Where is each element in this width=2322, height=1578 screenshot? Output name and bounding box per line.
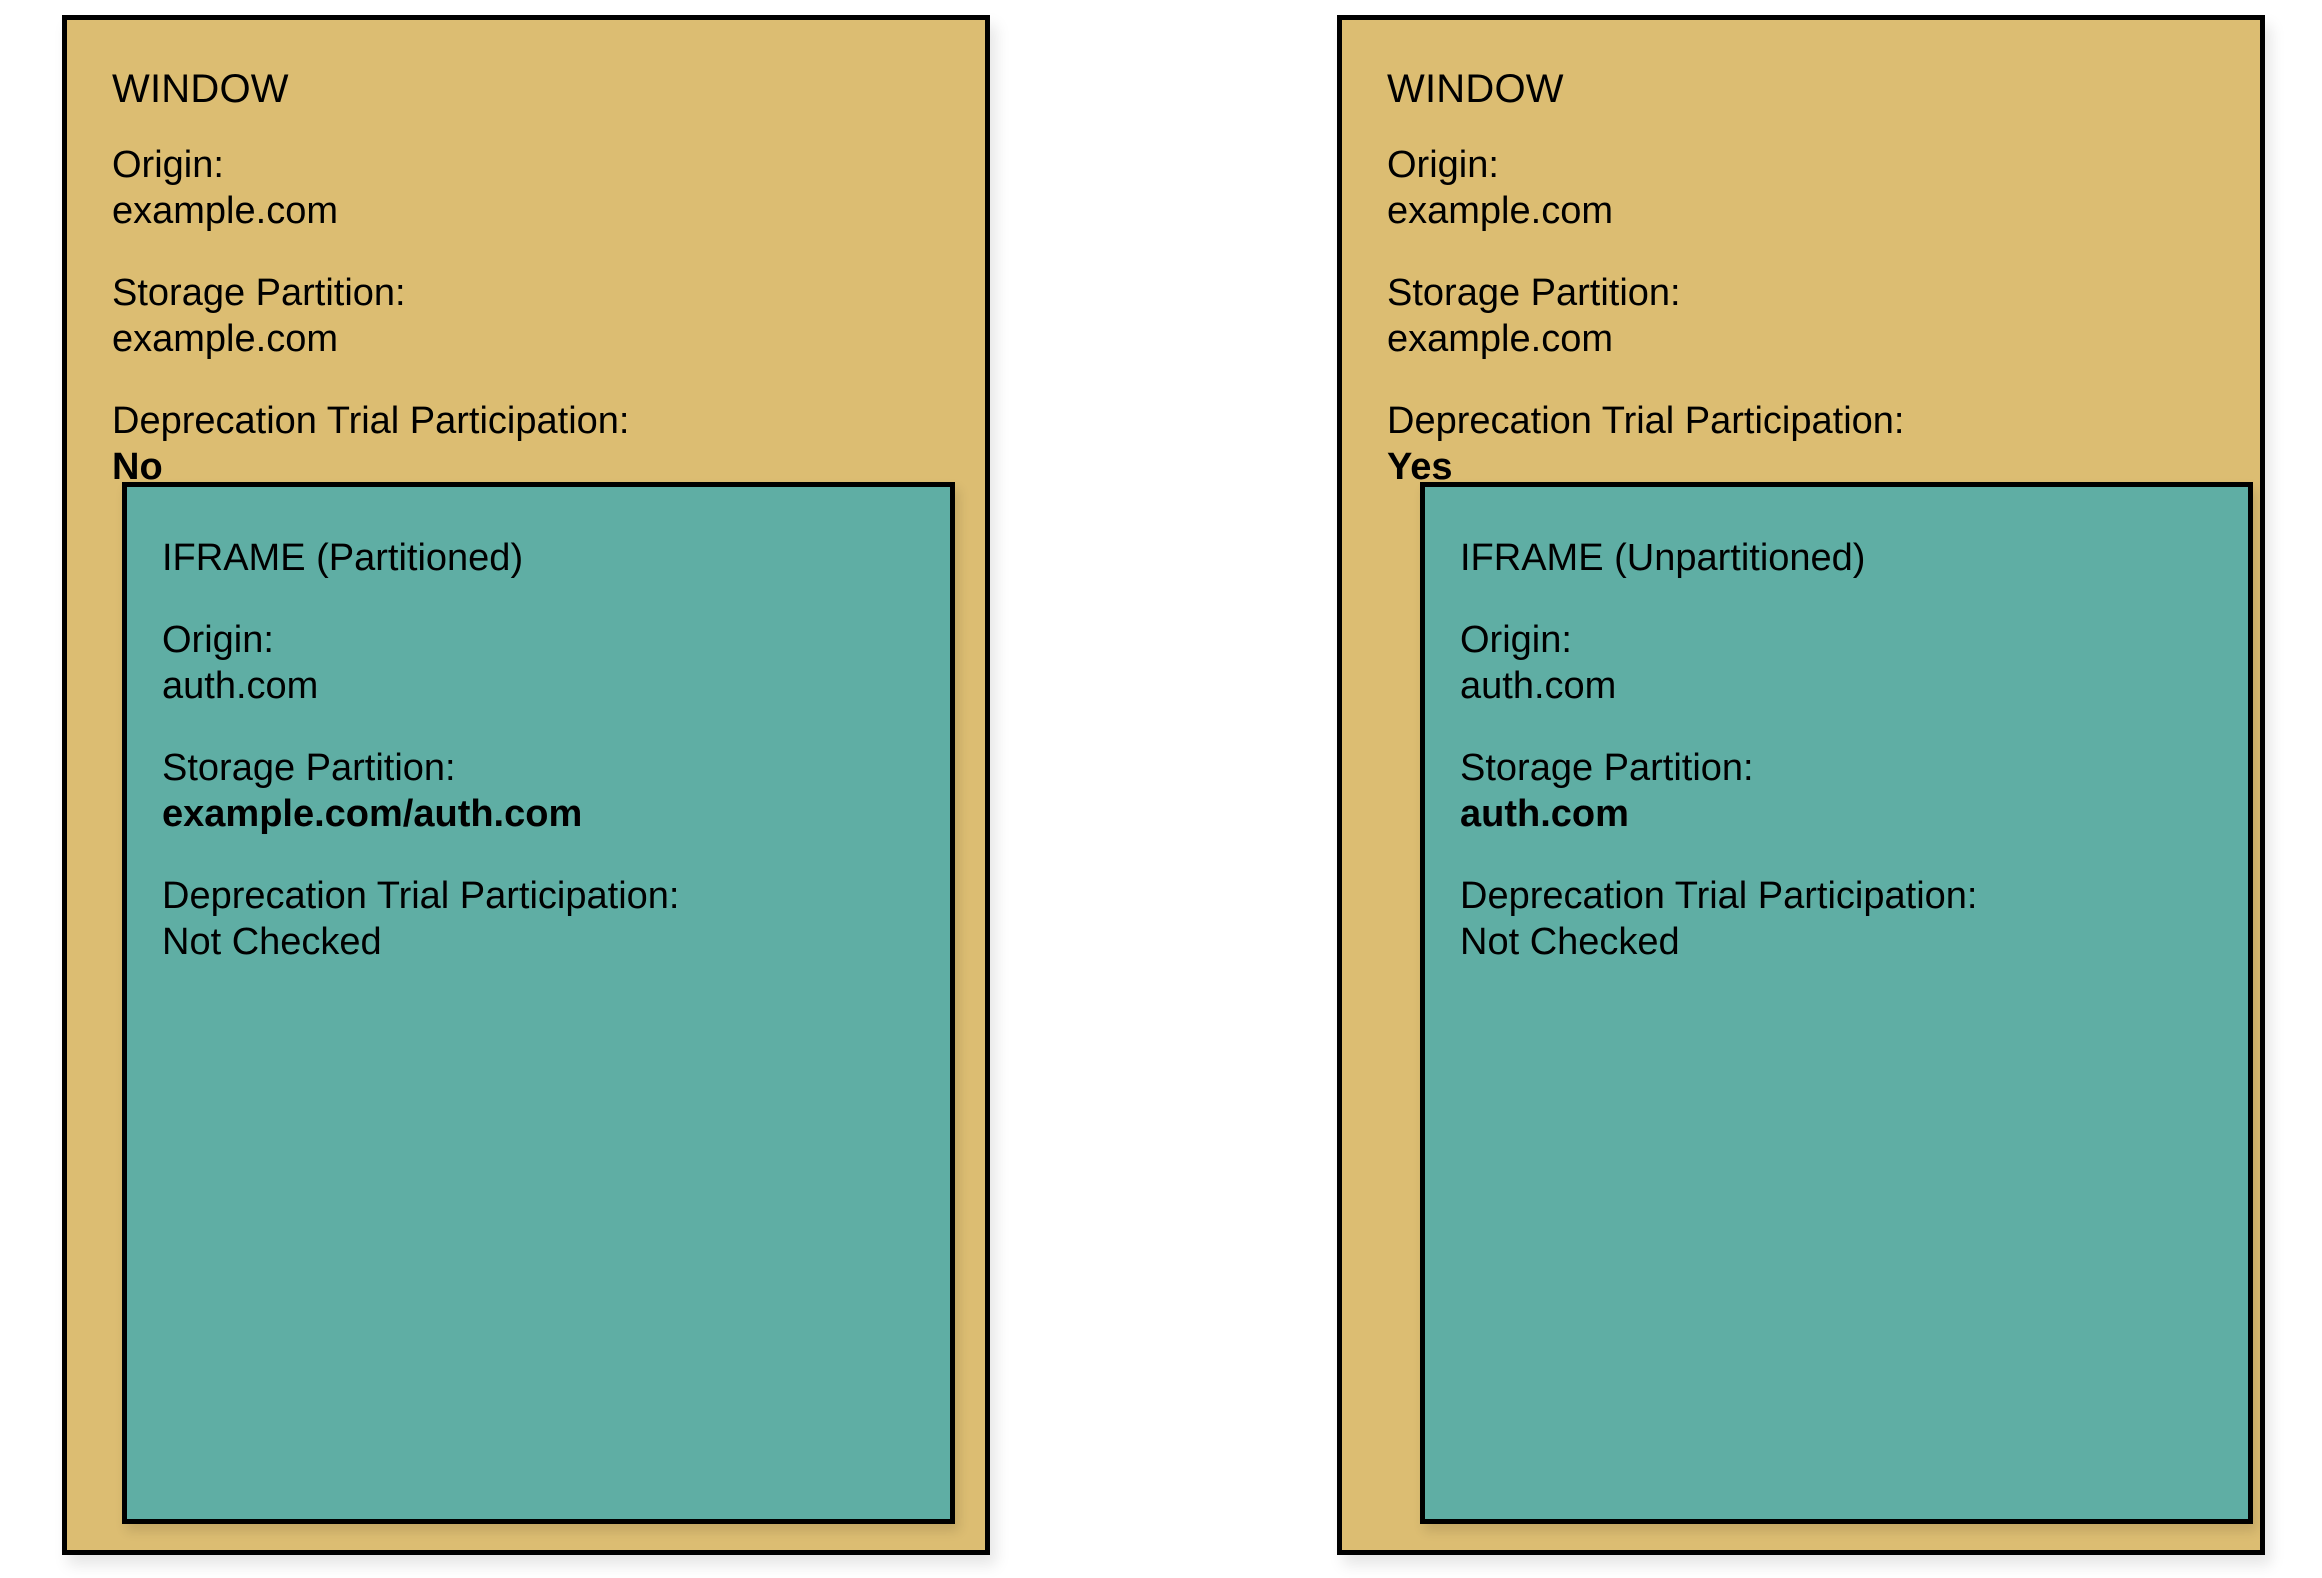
iframe-storage-partition-field: Storage Partition: example.com/auth.com <box>162 745 582 838</box>
iframe-origin-value: auth.com <box>1460 665 1617 708</box>
iframe-storage-partition-label: Storage Partition: <box>1460 747 1754 789</box>
iframe-storage-partition-label: Storage Partition: <box>162 747 456 789</box>
iframe-origin-field: Origin: auth.com <box>162 617 318 710</box>
window-origin-label: Origin: <box>1387 144 1499 186</box>
window-storage-partition-value: example.com <box>1387 318 1613 361</box>
window-storage-partition-label: Storage Partition: <box>112 272 406 314</box>
iframe-storage-partition-value: auth.com <box>1460 793 1629 836</box>
window-deprecation-trial-label: Deprecation Trial Participation: <box>112 400 630 442</box>
window-deprecation-trial-field: Deprecation Trial Participation: Yes <box>1387 398 1904 491</box>
window-box-partitioned: WINDOW Origin: example.com Storage Parti… <box>62 15 990 1555</box>
window-origin-label: Origin: <box>112 144 224 186</box>
iframe-deprecation-trial-label: Deprecation Trial Participation: <box>162 875 680 917</box>
window-title: WINDOW <box>1387 67 1564 111</box>
iframe-origin-label: Origin: <box>1460 619 1572 661</box>
iframe-deprecation-trial-label: Deprecation Trial Participation: <box>1460 875 1978 917</box>
window-origin-value: example.com <box>1387 190 1613 233</box>
window-storage-partition-field: Storage Partition: example.com <box>1387 270 1681 363</box>
window-deprecation-trial-value: Yes <box>1387 446 1453 489</box>
window-deprecation-trial-field: Deprecation Trial Participation: No <box>112 398 629 491</box>
iframe-origin-value: auth.com <box>162 665 319 708</box>
iframe-storage-partition-value: example.com/auth.com <box>162 793 583 836</box>
iframe-box-unpartitioned: IFRAME (Unpartitioned) Origin: auth.com … <box>1420 482 2253 1524</box>
window-storage-partition-value: example.com <box>112 318 338 361</box>
window-deprecation-trial-value: No <box>112 446 163 489</box>
iframe-box-partitioned: IFRAME (Partitioned) Origin: auth.com St… <box>122 482 955 1524</box>
window-storage-partition-label: Storage Partition: <box>1387 272 1681 314</box>
window-origin-field: Origin: example.com <box>112 142 338 235</box>
iframe-deprecation-trial-field: Deprecation Trial Participation: Not Che… <box>162 873 679 966</box>
iframe-title: IFRAME (Partitioned) <box>162 537 524 579</box>
iframe-origin-label: Origin: <box>162 619 274 661</box>
iframe-deprecation-trial-value: Not Checked <box>162 921 382 964</box>
iframe-deprecation-trial-value: Not Checked <box>1460 921 1680 964</box>
window-origin-value: example.com <box>112 190 338 233</box>
iframe-origin-field: Origin: auth.com <box>1460 617 1616 710</box>
window-title: WINDOW <box>112 67 289 111</box>
window-deprecation-trial-label: Deprecation Trial Participation: <box>1387 400 1905 442</box>
window-storage-partition-field: Storage Partition: example.com <box>112 270 406 363</box>
iframe-storage-partition-field: Storage Partition: auth.com <box>1460 745 1754 838</box>
iframe-title: IFRAME (Unpartitioned) <box>1460 537 1866 579</box>
window-box-unpartitioned: WINDOW Origin: example.com Storage Parti… <box>1337 15 2265 1555</box>
iframe-deprecation-trial-field: Deprecation Trial Participation: Not Che… <box>1460 873 1977 966</box>
window-origin-field: Origin: example.com <box>1387 142 1613 235</box>
